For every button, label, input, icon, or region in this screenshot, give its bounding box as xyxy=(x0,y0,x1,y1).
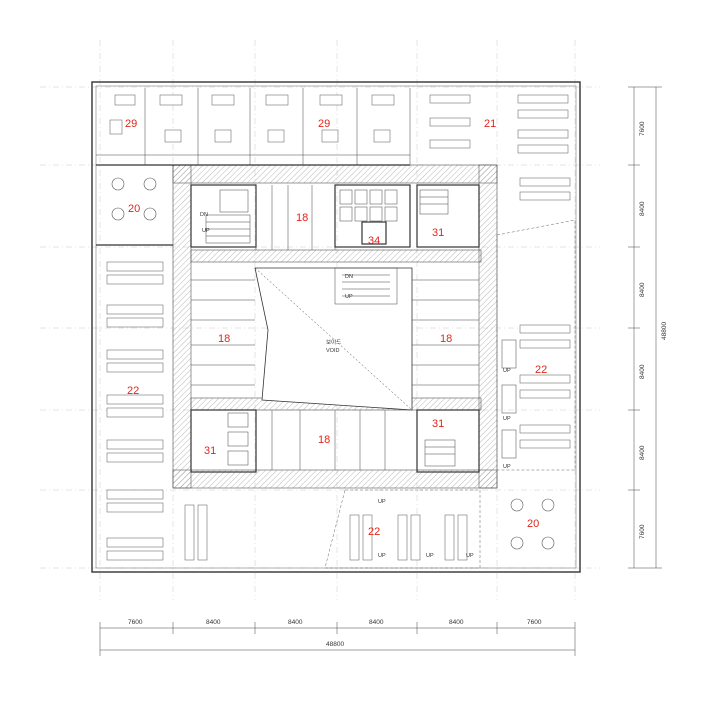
dimension-label: 8400 xyxy=(369,619,384,626)
core-ring xyxy=(172,164,498,489)
right-dimension: 7600 8400 8400 8400 8400 7600 48800 xyxy=(628,86,668,569)
core-wc xyxy=(334,184,411,248)
top-offices xyxy=(96,88,411,166)
left-lounge-furniture xyxy=(96,177,173,246)
room-label: 31 xyxy=(432,418,444,430)
dimension-total: 48800 xyxy=(661,322,668,340)
stair-up-label: UP xyxy=(503,464,511,470)
room-label: 18 xyxy=(440,333,452,345)
dimension-label: 8400 xyxy=(288,619,303,626)
dimension-label: 8400 xyxy=(639,282,646,297)
bottom-dimension: 7600 8400 8400 8400 8400 7600 48800 xyxy=(99,619,576,656)
south-corridor-slats xyxy=(271,410,386,470)
stair-up-label: UP xyxy=(345,294,353,300)
room-label: 22 xyxy=(535,364,547,376)
south-desks xyxy=(184,489,481,569)
room-label: 31 xyxy=(432,227,444,239)
dimension-label: 7600 xyxy=(128,619,143,626)
west-desks xyxy=(106,261,164,561)
room-label: 18 xyxy=(296,212,308,224)
stair-dn-label: DN xyxy=(345,274,353,280)
void-label-kr: 보이드 xyxy=(326,338,341,346)
room-label: 18 xyxy=(218,333,230,345)
stair-up-label: UP xyxy=(466,553,474,559)
dimension-label: 8400 xyxy=(449,619,464,626)
dimension-total: 48800 xyxy=(326,641,344,648)
room-label: 29 xyxy=(125,118,137,130)
dimension-label: 8400 xyxy=(639,364,646,379)
void-label: VOID xyxy=(326,348,339,354)
stair-up-label: UP xyxy=(202,228,210,234)
dimension-label: 7600 xyxy=(527,619,542,626)
stair-dn-label: DN xyxy=(200,212,208,218)
room-label: 18 xyxy=(318,434,330,446)
stair-up-label: UP xyxy=(426,553,434,559)
east-desks xyxy=(496,219,576,471)
stair-labels: UP DN DN UP UP UP UP UP UP UP UP xyxy=(200,212,511,559)
dimension-label: 8400 xyxy=(639,445,646,460)
stair-up-label: UP xyxy=(503,368,511,374)
room-labels: 29 29 21 20 18 34 31 22 18 18 22 31 18 3… xyxy=(125,118,547,538)
stair-up-label: UP xyxy=(378,553,386,559)
stair-up-label: UP xyxy=(503,416,511,422)
se-lounge-furniture xyxy=(510,498,555,550)
room-label: 20 xyxy=(527,518,539,530)
room-label: 34 xyxy=(368,235,380,247)
stair-up-label: UP xyxy=(378,499,386,505)
core-se xyxy=(416,409,480,473)
top-right-desks xyxy=(429,94,571,201)
dimension-label: 7600 xyxy=(639,524,646,539)
dimension-label: 7600 xyxy=(639,121,646,136)
room-label: 29 xyxy=(318,118,330,130)
mid-east-bars xyxy=(412,279,479,386)
core-sw xyxy=(190,409,257,473)
central-void xyxy=(254,267,413,411)
room-label: 20 xyxy=(128,203,140,215)
core-ne xyxy=(416,184,480,248)
mid-west-bars xyxy=(191,279,255,386)
room-label: 21 xyxy=(484,118,496,130)
dimension-label: 8400 xyxy=(206,619,221,626)
room-label: 22 xyxy=(127,385,139,397)
room-label: 31 xyxy=(204,445,216,457)
room-label: 22 xyxy=(368,526,380,538)
dimension-label: 8400 xyxy=(639,201,646,216)
